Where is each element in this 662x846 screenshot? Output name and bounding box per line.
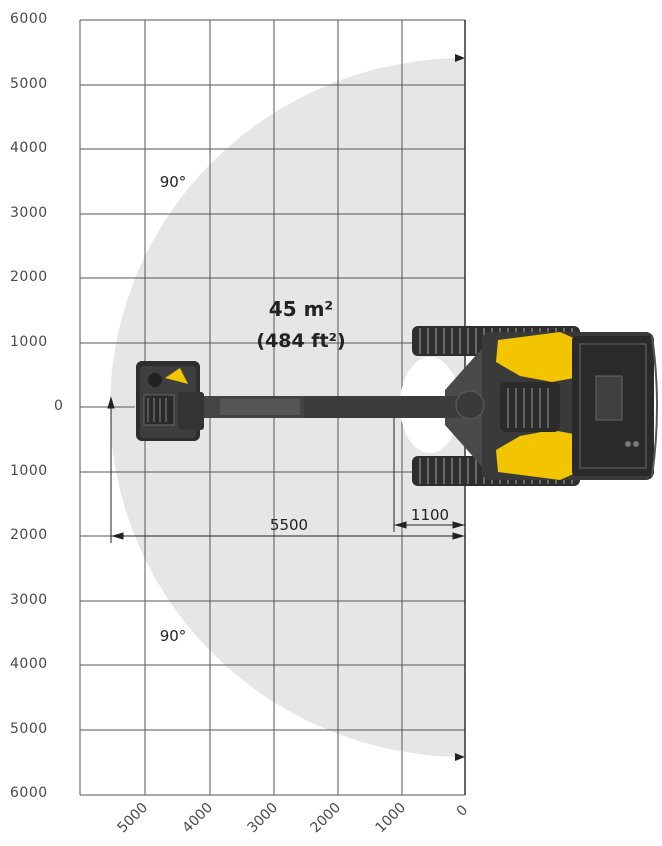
angle-bottom-label: 90° <box>160 627 187 645</box>
attachment-yellow <box>165 368 188 384</box>
area-label: 45 m² <box>269 297 333 321</box>
y-tick-label: 5000 <box>10 76 48 92</box>
operator-seat <box>500 382 560 432</box>
y-tick-label: 2000 <box>10 527 48 543</box>
excavator-top-view <box>136 326 658 486</box>
y-tick-label: 4000 <box>10 140 48 156</box>
y-tick-label: 5000 <box>10 721 48 737</box>
boom <box>300 396 468 418</box>
arc-arrows <box>455 54 465 761</box>
y-tick-label: 3000 <box>10 205 48 221</box>
offset-dimension-label: 1100 <box>411 506 449 524</box>
y-tick-label: 6000 <box>10 11 48 27</box>
y-tick-label: 4000 <box>10 656 48 672</box>
y-tick-label: 3000 <box>10 592 48 608</box>
yellow-cover-bottom <box>496 430 578 480</box>
y-tick-label: 2000 <box>10 269 48 285</box>
y-tick-label: 1000 <box>10 463 48 479</box>
y-tick-label: 0 <box>54 398 64 414</box>
reach-dimension-label: 5500 <box>270 516 308 534</box>
angle-top-label: 90° <box>160 173 187 191</box>
y-tick-label: 1000 <box>10 334 48 350</box>
y-tick-label: 6000 <box>10 785 48 801</box>
yellow-cover-top <box>496 332 578 382</box>
dimension-lines <box>107 396 465 543</box>
area-label-ft: (484 ft²) <box>256 330 345 352</box>
